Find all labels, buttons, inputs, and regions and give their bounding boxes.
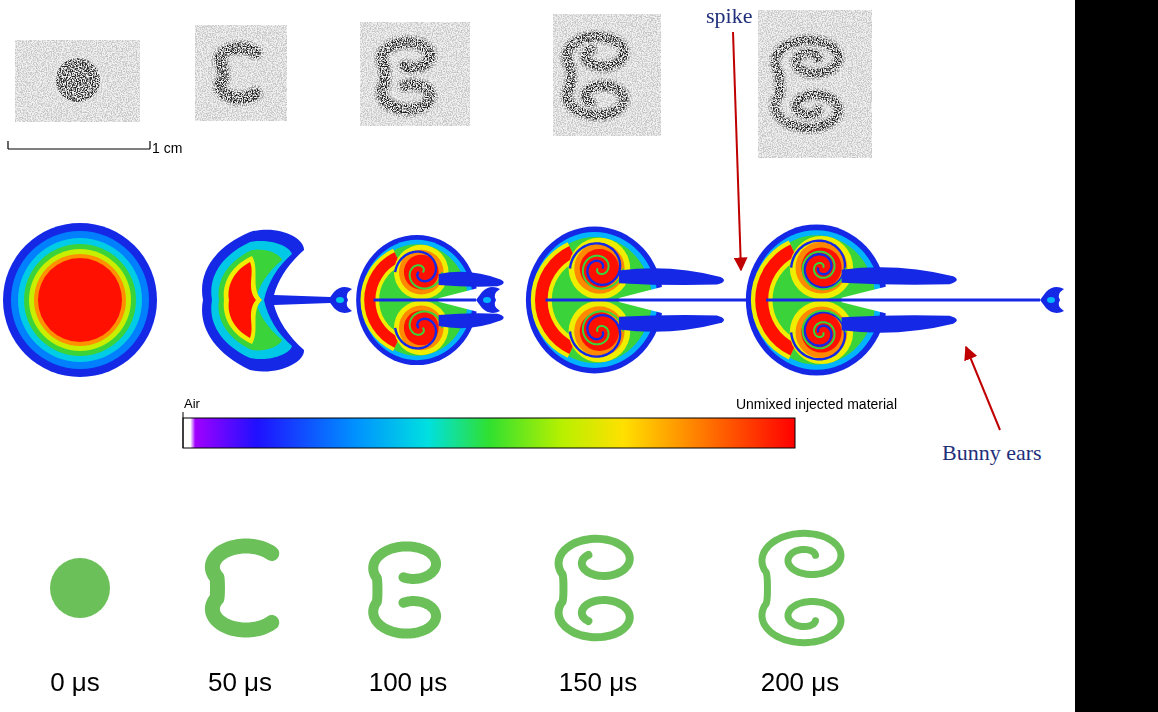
spike-tip — [476, 287, 500, 313]
time-label: 200 μs — [761, 668, 840, 698]
experiment-disc — [56, 58, 100, 102]
time-label: 100 μs — [369, 668, 448, 698]
callout-label: spike — [706, 3, 752, 28]
sim-lobe — [569, 238, 631, 300]
bunny-ear — [439, 313, 504, 328]
scale-label: 1 cm — [152, 140, 182, 156]
spike-line — [766, 299, 1040, 302]
experiment-sheet — [567, 37, 624, 115]
callout-arrows — [733, 32, 1000, 430]
black-strip — [1075, 0, 1158, 712]
image-noise — [15, 10, 872, 158]
colorbar — [183, 412, 795, 448]
experiment-sheet — [382, 42, 430, 109]
sim-stage — [526, 227, 782, 374]
sim-spiral — [583, 311, 623, 344]
bunny-ear — [619, 315, 724, 332]
experiment-halo — [775, 40, 838, 127]
spike-tip-core — [483, 297, 491, 303]
sim-lobe — [790, 236, 853, 299]
sim-spiral — [410, 311, 443, 334]
experiment-halo — [382, 42, 430, 109]
time-label: 150 μs — [559, 668, 638, 698]
bunny-ear — [619, 268, 724, 285]
experiment-backgrounds — [15, 10, 872, 158]
sim-stage — [356, 235, 504, 365]
sim-lobe — [574, 306, 624, 356]
particle-sheet — [559, 539, 630, 637]
spike-line — [374, 299, 477, 302]
image-ground — [758, 10, 872, 158]
sim-stage-0 — [3, 223, 157, 377]
callout-label: Bunny ears — [932, 433, 1068, 472]
particle-images — [50, 533, 841, 642]
experiment-sheet — [220, 48, 255, 98]
sim-lobe — [394, 301, 449, 356]
spike-tip — [1040, 287, 1064, 313]
image-ground — [360, 22, 470, 126]
particle-disc — [50, 558, 110, 618]
experiment-sheet — [775, 40, 838, 127]
spike-line — [546, 299, 759, 302]
image-ground — [195, 25, 287, 121]
sim-lobe — [790, 301, 853, 364]
sim-lobe — [574, 243, 624, 293]
scale-bar — [8, 141, 150, 149]
bunny-ear — [439, 272, 504, 287]
colorbar-label: Air — [184, 397, 200, 412]
sim-lobe — [569, 301, 631, 363]
particle-sheet — [373, 546, 436, 633]
particle-sheet — [212, 546, 271, 630]
sim-spiral — [410, 265, 443, 288]
sim-spiral — [570, 315, 620, 356]
experiment-images — [56, 37, 838, 128]
image-ground — [15, 40, 140, 122]
colorbar-label: Unmixed injected material — [736, 396, 897, 412]
sim-spiral — [583, 256, 623, 289]
time-label: 0 μs — [50, 668, 100, 698]
bunny-ear — [842, 267, 957, 284]
experiment-halo — [567, 37, 624, 115]
vortex-illustration — [50, 37, 1064, 643]
time-label: 50 μs — [208, 668, 272, 698]
particle-sheet — [762, 533, 841, 642]
bunny-ear — [842, 315, 957, 332]
sim-spiral — [803, 311, 846, 349]
experiment-halo — [220, 48, 255, 98]
sim-lobe — [394, 245, 449, 300]
sim-stage — [746, 224, 1064, 375]
sim-stage-50 — [202, 230, 352, 372]
spike-tip-core — [1047, 297, 1055, 303]
sim-spiral — [803, 252, 846, 290]
sim-spiral — [570, 243, 620, 284]
image-ground — [553, 14, 661, 136]
sim-body — [356, 235, 478, 365]
